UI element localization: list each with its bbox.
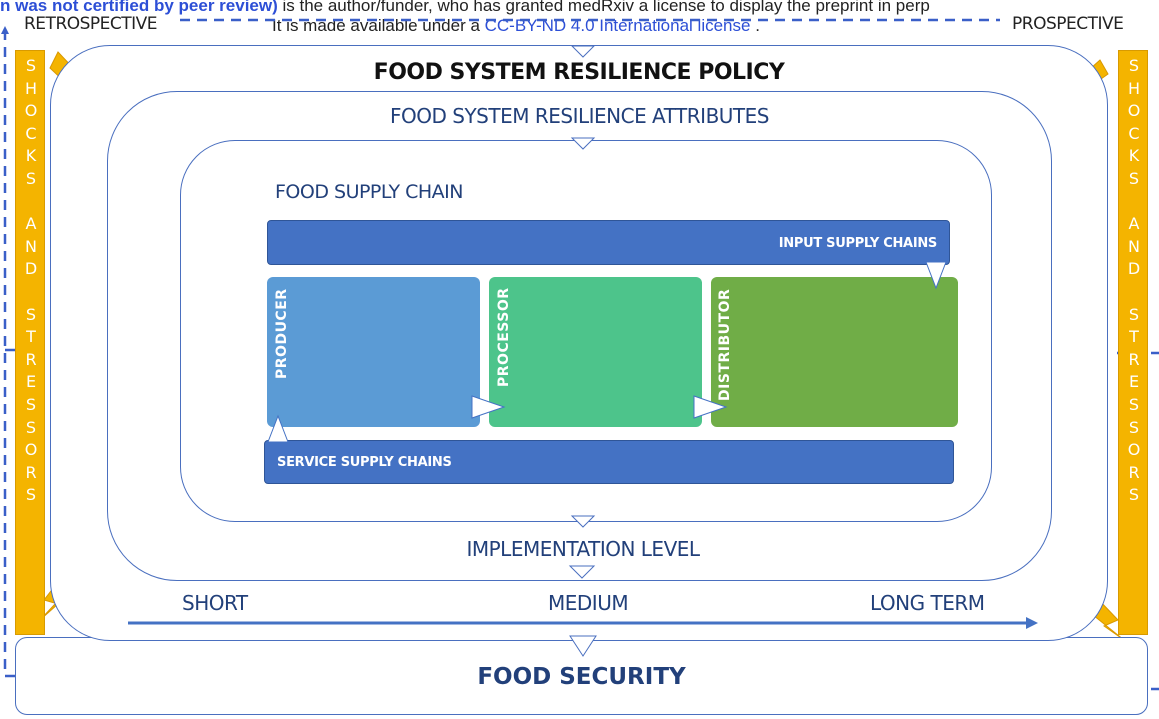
- side-label-letter: S: [25, 417, 37, 437]
- side-label-letter: R: [25, 462, 37, 482]
- prospective-label: PROSPECTIVE: [1012, 14, 1124, 34]
- side-label-letter: D: [1127, 259, 1141, 279]
- policy-title: FOOD SYSTEM RESILIENCE POLICY: [373, 60, 785, 85]
- side-label-letter: E: [25, 372, 37, 392]
- side-label-letter: S: [1128, 56, 1140, 75]
- side-label-letter: O: [24, 101, 38, 121]
- food-security-title: FOOD SECURITY: [477, 664, 686, 690]
- producer-label: PRODUCER: [274, 288, 290, 379]
- side-label-letter: R: [1128, 462, 1140, 482]
- distributor-label: DISTRIBUTOR: [717, 288, 733, 401]
- side-label-letter: S: [1128, 485, 1140, 505]
- side-label-letter: S: [25, 304, 37, 324]
- side-label-letter: H: [24, 78, 38, 98]
- short-term-label: SHORT: [182, 591, 248, 615]
- retrospective-label: RETROSPECTIVE: [24, 14, 158, 34]
- side-label-letter: S: [1128, 304, 1140, 324]
- notice-suffix: .: [750, 16, 760, 35]
- side-label-letter: R: [1128, 349, 1140, 369]
- side-label-letter: R: [25, 349, 37, 369]
- side-label-letter: O: [1127, 440, 1141, 460]
- side-label-letter: [16, 281, 46, 304]
- side-label-letter: O: [1127, 101, 1141, 121]
- long-term-label: LONG TERM: [870, 591, 985, 615]
- side-label-letter: K: [25, 146, 37, 166]
- dashed-arrowhead: [1, 26, 9, 34]
- side-label-letter: S: [25, 485, 37, 505]
- side-label-letter: N: [25, 236, 37, 256]
- side-label-letter: N: [1128, 236, 1140, 256]
- service-supply-chains-bar: SERVICE SUPPLY CHAINS: [264, 440, 954, 484]
- notice-bold-fragment: n was not certified by peer review): [0, 0, 278, 15]
- processor-box: PROCESSOR: [489, 277, 702, 427]
- side-label-letter: T: [26, 327, 36, 347]
- side-label-letter: H: [1127, 78, 1141, 98]
- notice-text: is the author/funder, who has granted me…: [277, 0, 930, 15]
- side-label-letter: A: [1128, 214, 1140, 234]
- side-label-letter: S: [25, 168, 37, 188]
- side-label-letter: S: [1128, 394, 1140, 414]
- side-label-letter: C: [25, 123, 37, 143]
- side-label-letter: T: [1129, 327, 1139, 347]
- side-label-letter: O: [24, 440, 38, 460]
- food-security-box: FOOD SECURITY: [15, 637, 1148, 715]
- side-label-letter: C: [1128, 123, 1140, 143]
- producer-box: PRODUCER: [267, 277, 480, 427]
- processor-label: PROCESSOR: [496, 287, 512, 388]
- supply-chain-title: FOOD SUPPLY CHAIN: [275, 181, 463, 203]
- preprint-notice-line1: n was not certified by peer review) is t…: [0, 0, 1159, 15]
- service-supply-chains-label: SERVICE SUPPLY CHAINS: [277, 455, 452, 470]
- side-label-letter: D: [24, 259, 38, 279]
- side-label-letter: [1119, 191, 1149, 214]
- side-label-letter: [1119, 281, 1149, 304]
- side-label-letter: S: [25, 394, 37, 414]
- side-label-letter: S: [25, 56, 37, 75]
- license-link[interactable]: CC-BY-ND 4.0 International license: [484, 16, 751, 35]
- side-label-letter: K: [1128, 146, 1140, 166]
- medium-term-label: MEDIUM: [548, 591, 629, 615]
- side-label-letter: S: [1128, 417, 1140, 437]
- side-label-letter: [16, 191, 46, 214]
- attributes-title: FOOD SYSTEM RESILIENCE ATTRIBUTES: [390, 104, 769, 128]
- side-label-letter: S: [1128, 168, 1140, 188]
- distributor-box: DISTRIBUTOR: [711, 277, 958, 427]
- input-supply-chains-bar: INPUT SUPPLY CHAINS: [267, 220, 950, 265]
- side-label-letter: E: [1128, 372, 1140, 392]
- implementation-level-label: IMPLEMENTATION LEVEL: [466, 537, 700, 561]
- side-label-letter: A: [25, 214, 37, 234]
- input-supply-chains-label: INPUT SUPPLY CHAINS: [778, 236, 938, 251]
